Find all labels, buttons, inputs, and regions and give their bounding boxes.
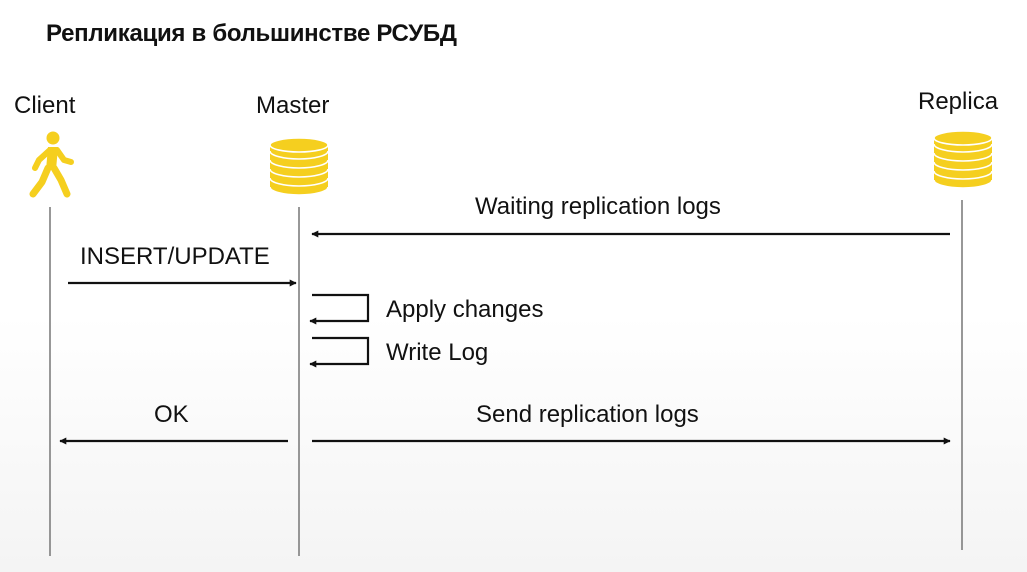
client-label: Client [14,92,76,119]
apply-changes-label: Apply changes [386,296,544,323]
write-log-label: Write Log [386,339,489,366]
insert-update-label: INSERT/UPDATE [80,243,270,270]
master-database-icon [269,137,329,196]
waiting-logs-label: Waiting replication logs [475,193,721,220]
master-label: Master [256,92,330,119]
walking-person-icon [29,131,74,198]
apply-changes-arrow [309,293,370,325]
write-log-arrow [309,336,370,368]
send-logs-label: Send replication logs [476,401,699,428]
ok-label: OK [154,401,189,428]
replica-label: Replica [918,88,999,115]
replica-database-icon [933,130,993,189]
slide-title: Репликация в большинстве РСУБД [46,20,457,47]
